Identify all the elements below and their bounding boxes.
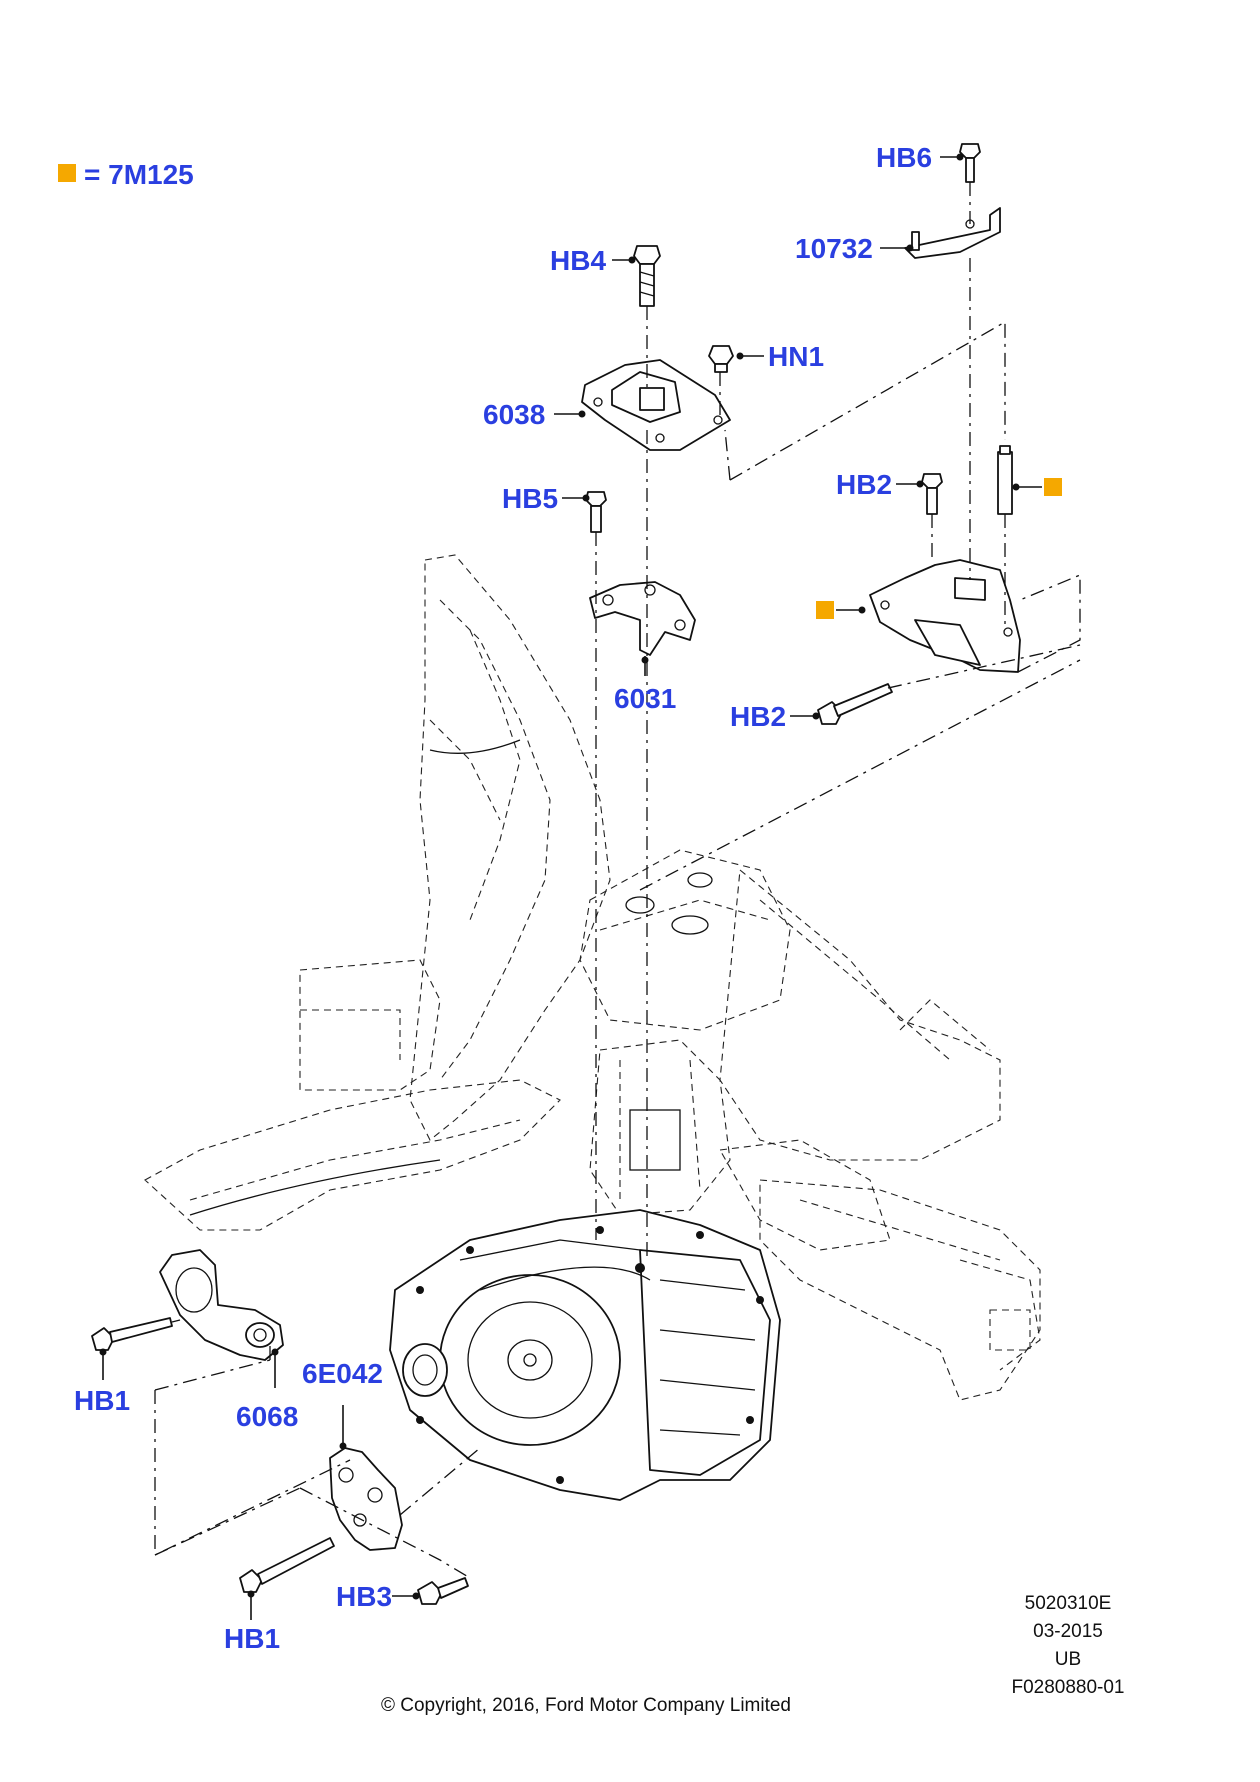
callout-hb1-bottom: HB1 xyxy=(224,1623,280,1654)
bracket-6031 xyxy=(589,581,696,656)
bolt-hb2-top xyxy=(921,473,943,515)
right-mount-bracket xyxy=(869,559,1021,673)
callout-hb2-top: HB2 xyxy=(836,469,892,500)
vehicle-body-structure xyxy=(144,554,1041,1401)
bolt-hb6 xyxy=(959,143,981,183)
callout-hb3: HB3 xyxy=(336,1581,392,1612)
transmission-assembly xyxy=(389,1209,781,1501)
callout-hb2-bottom: HB2 xyxy=(730,701,786,732)
callout-6068: 6068 xyxy=(236,1401,298,1432)
callout-6e042: 6E042 xyxy=(302,1358,383,1389)
stud-7m125 xyxy=(997,445,1013,515)
marker-7m125-stud xyxy=(1044,478,1062,496)
callout-labels: HB6 10732 HB4 HN1 6038 HB5 HB2 6031 HB2 … xyxy=(74,142,932,1654)
bolt-hb4 xyxy=(633,245,661,307)
assembly-lines xyxy=(154,182,1081,1579)
bolt-hb1-bottom xyxy=(239,1537,335,1593)
mount-6038 xyxy=(581,359,731,451)
mount-6068 xyxy=(159,1249,284,1361)
bracket-6e042 xyxy=(329,1447,403,1551)
bolt-hb2-bottom xyxy=(817,683,893,725)
callout-6031: 6031 xyxy=(614,683,676,714)
callout-hb6: HB6 xyxy=(876,142,932,173)
callout-hb4: HB4 xyxy=(550,245,606,276)
legend: = 7M125 xyxy=(58,159,194,190)
bracket-10732 xyxy=(904,207,1001,259)
callout-10732: 10732 xyxy=(795,233,873,264)
nut-hn1 xyxy=(708,345,734,373)
copyright: © Copyright, 2016, Ford Motor Company Li… xyxy=(381,1695,791,1716)
legend-swatch xyxy=(58,164,76,182)
reference-block: 5020310E 03-2015 UB F0280880-01 xyxy=(1011,1593,1124,1698)
callout-hb1-left: HB1 xyxy=(74,1385,130,1416)
reference-line-1: 5020310E xyxy=(1025,1593,1112,1614)
reference-line-3: UB xyxy=(1055,1649,1081,1670)
callout-hn1: HN1 xyxy=(768,341,824,372)
callout-6038: 6038 xyxy=(483,399,545,430)
reference-line-4: F0280880-01 xyxy=(1011,1677,1124,1698)
marker-7m125-bracket xyxy=(816,601,834,619)
callout-leaders xyxy=(99,153,1042,1620)
bolt-hb1-left xyxy=(91,1317,173,1351)
reference-line-2: 03-2015 xyxy=(1033,1621,1103,1642)
callout-hb5: HB5 xyxy=(502,483,558,514)
legend-text: = 7M125 xyxy=(84,159,194,190)
bolt-hb3 xyxy=(417,1577,469,1605)
